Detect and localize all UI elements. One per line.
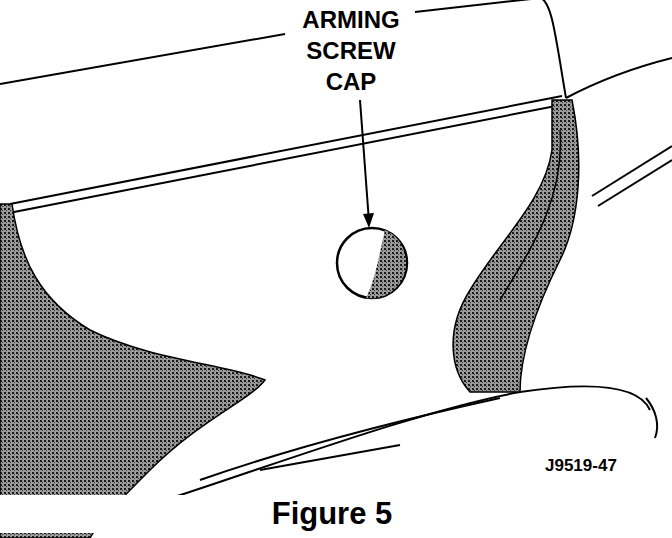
figure-code: J9519-47: [545, 455, 667, 477]
figure-caption: Figure 5: [0, 495, 668, 533]
part-label: ARMING SCREW CAP: [292, 4, 410, 97]
